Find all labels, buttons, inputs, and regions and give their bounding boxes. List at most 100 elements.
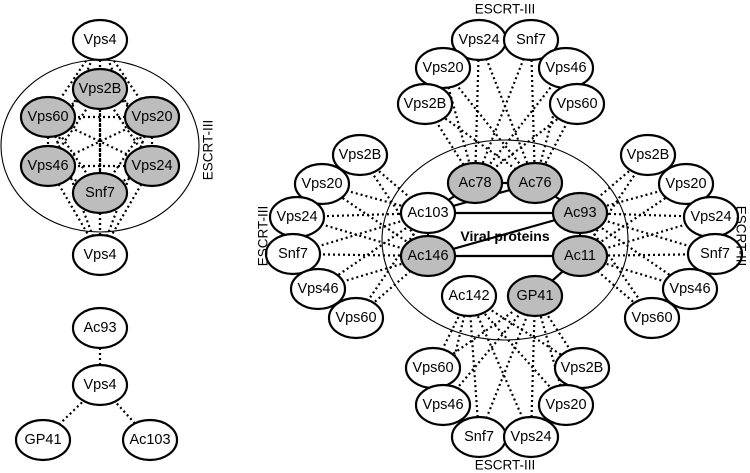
protein-node-lt-vps2b: Vps2B [71,67,129,111]
node-ellipse [446,161,504,205]
protein-node-v-ac76: Ac76 [506,161,564,205]
node-label: Vps2B [627,147,670,163]
node-label: Snf7 [464,429,494,445]
node-ellipse [71,363,129,407]
node-label: Vps20 [665,176,706,192]
protein-node-b-vps60: Vps60 [404,346,462,390]
protein-node-b-snf7: Snf7 [450,415,508,459]
node-ellipse [71,233,129,277]
node-label: Ac103 [407,205,448,221]
protein-node-lb-ac103: Ac103 [121,418,179,462]
escrt-viral-edge [477,295,537,438]
node-label: Vps20 [301,176,342,192]
node-label: Vps60 [27,109,68,125]
node-ellipse [399,191,457,235]
node-ellipse [331,133,389,177]
node-label: Snf7 [85,185,115,201]
node-label: Vps24 [131,158,172,174]
node-ellipse [686,232,744,276]
escrt-viral-edge [442,295,536,406]
protein-node-t-vps60: Vps60 [548,82,606,126]
protein-node-lt-vps20: Vps20 [123,95,181,139]
escrt-viral-edge [473,39,533,184]
protein-node-r-vps20: Vps20 [657,162,715,206]
node-label: Vps2B [404,96,447,112]
protein-node-t-snf7: Snf7 [502,18,560,62]
protein-node-r-snf7: Snf7 [686,232,744,276]
protein-node-t-vps2b: Vps2B [396,82,454,126]
protein-node-v-ac103: Ac103 [399,191,457,235]
node-label: Vps60 [556,96,597,112]
node-ellipse [506,161,564,205]
node-label: Vps46 [422,397,463,413]
node-ellipse [71,18,129,62]
node-label: Ac93 [83,320,116,336]
node-ellipse [551,191,609,235]
node-label: Vps60 [631,310,672,326]
protein-node-b-vps24: Vps24 [502,415,560,459]
node-ellipse [414,383,472,427]
node-label: Vps20 [131,109,172,125]
node-label: GP41 [516,288,553,304]
protein-node-r-vps24: Vps24 [682,195,740,239]
protein-node-b-vps20: Vps20 [537,383,595,427]
protein-node-v-ac146: Ac146 [399,234,457,278]
node-label: Vps24 [510,429,551,445]
node-label: GP41 [24,432,61,448]
node-ellipse [123,95,181,139]
node-ellipse [14,418,72,462]
viral-proteins-circle [381,139,629,341]
node-label: Vps4 [83,32,116,48]
node-ellipse [506,274,564,318]
node-label: Vps2B [339,147,382,163]
node-ellipse [293,162,351,206]
node-ellipse [71,306,129,350]
node-ellipse [71,171,129,215]
protein-node-lb-gp41: GP41 [14,418,72,462]
escrt-viral-edge [533,295,568,406]
protein-node-t-vps46: Vps46 [537,46,595,90]
node-label: Ac142 [448,288,489,304]
node-ellipse [71,67,129,111]
node-ellipse [440,274,498,318]
protein-node-lt-vps46: Vps46 [19,144,77,188]
node-ellipse [396,82,454,126]
protein-node-lt-vps60: Vps60 [19,95,77,139]
node-label: Vps4 [83,247,116,263]
protein-node-lb-ac93: Ac93 [71,306,129,350]
node-ellipse [123,144,181,188]
protein-node-v-ac142: Ac142 [440,274,498,318]
node-ellipse [502,18,560,62]
escrt-iii-label-bottom: ESCRT-III [475,458,536,473]
node-ellipse [548,82,606,126]
escrt-iii-label-right-right: ESCRT-III [734,206,749,267]
node-label: Vps60 [335,310,376,326]
protein-node-b-vps2b: Vps2B [553,346,611,390]
node-ellipse [19,144,77,188]
protein-node-l-vps60: Vps60 [327,296,385,340]
protein-node-v-ac93: Ac93 [551,191,609,235]
escrt-iii-label-top: ESCRT-III [475,2,536,17]
escrt-viral-edge [292,211,429,256]
node-label: Vps4 [83,377,116,393]
escrt-viral-edge [468,295,567,406]
escrt-viral-edge [467,295,481,438]
escrt-viral-edge [529,295,537,438]
node-label: Ac146 [407,248,448,264]
node-ellipse [502,415,560,459]
protein-node-lt-snf7: Snf7 [71,171,129,215]
node-ellipse [289,267,347,311]
protein-node-v-ac11: Ac11 [551,234,609,278]
viral-proteins-label: Viral proteins [460,228,549,244]
node-label: Vps46 [545,60,586,76]
node-label: Ac103 [129,432,170,448]
escrt-viral-edge [529,39,537,184]
protein-node-v-ac78: Ac78 [446,161,504,205]
escrt-viral-edge [579,211,716,256]
protein-node-lt-vps24: Vps24 [123,144,181,188]
protein-node-lt-vps4-bottom: Vps4 [71,233,129,277]
node-label: Vps46 [297,281,338,297]
protein-node-r-vps60: Vps60 [623,296,681,340]
protein-node-l-vps24: Vps24 [268,195,326,239]
